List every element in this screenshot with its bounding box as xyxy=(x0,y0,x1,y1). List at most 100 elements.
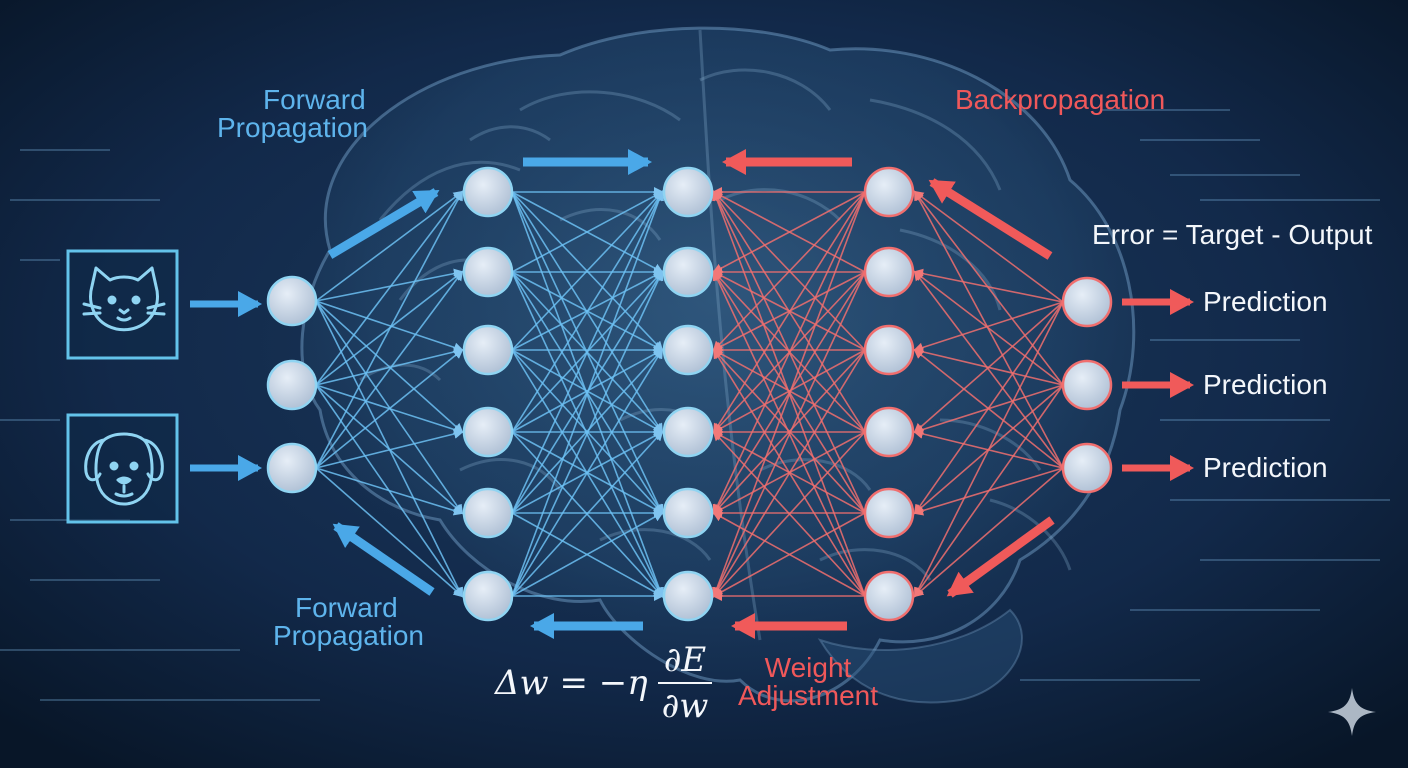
network-node xyxy=(863,246,915,298)
prediction-label-2: Prediction xyxy=(1203,369,1328,400)
backward-connection xyxy=(913,270,1064,386)
brain-fold xyxy=(699,68,832,111)
network-node xyxy=(1061,359,1113,411)
backward-connection xyxy=(712,191,866,352)
backprop-arrow-down xyxy=(946,516,1055,598)
network-node xyxy=(462,406,514,458)
forward-connection xyxy=(511,348,664,514)
network-node xyxy=(863,570,915,622)
network-node xyxy=(266,359,318,411)
network-node xyxy=(863,406,915,458)
network-nodes xyxy=(266,166,1113,622)
backward-connection xyxy=(712,191,866,273)
forward-connection xyxy=(511,191,664,273)
backward-connection xyxy=(712,431,866,598)
sparkle-icon xyxy=(1328,688,1376,736)
forward-connection xyxy=(511,190,664,514)
brain-fold xyxy=(819,548,932,581)
forward-connection xyxy=(511,190,664,433)
brain-fold xyxy=(599,528,712,561)
backward-connection xyxy=(712,271,866,598)
formula-numerator: ∂E xyxy=(663,640,707,680)
network-node xyxy=(1061,276,1113,328)
formula-lhs: Δw = −η xyxy=(495,663,648,703)
input-dog-box xyxy=(66,413,179,524)
network-node xyxy=(462,246,514,298)
prediction-label-3: Prediction xyxy=(1203,452,1328,483)
network-node xyxy=(1061,442,1113,494)
network-node xyxy=(462,324,514,376)
brain-fold xyxy=(519,90,681,122)
forward-label-line-1: Forward xyxy=(263,84,366,115)
network-node xyxy=(662,246,714,298)
backward-connection xyxy=(913,190,1064,386)
backward-connection xyxy=(712,349,866,598)
forward-connection xyxy=(315,300,464,353)
brain-fold xyxy=(559,208,662,241)
forward-connection xyxy=(511,190,664,351)
brain-fold xyxy=(698,29,762,641)
network-node xyxy=(662,166,714,218)
network-node xyxy=(462,570,514,622)
forward-connection xyxy=(511,430,664,597)
network-node xyxy=(863,166,915,218)
forward-connection xyxy=(511,348,664,597)
formula-denominator: ∂w xyxy=(661,686,709,726)
backprop-arrow-up xyxy=(928,178,1053,260)
forward-connection xyxy=(315,300,464,434)
forward-connection xyxy=(315,300,464,515)
weight-label-line-1: Weight xyxy=(764,652,852,683)
dog-icon xyxy=(84,432,164,506)
network-node xyxy=(863,324,915,376)
formula-fraction: ∂E ∂w xyxy=(657,640,713,726)
network-node xyxy=(662,324,714,376)
backward-connection xyxy=(913,301,1064,434)
backward-connection xyxy=(712,512,866,597)
forward-connection xyxy=(511,190,664,597)
brain-fold xyxy=(359,363,442,382)
network-node xyxy=(266,275,318,327)
brain-fold xyxy=(459,458,562,491)
network-node xyxy=(863,487,915,539)
forward-connection xyxy=(315,467,464,598)
backward-connection xyxy=(914,190,1064,469)
network-node xyxy=(462,487,514,539)
forward-label-line-2: Propagation xyxy=(273,620,425,651)
network-connections xyxy=(315,187,1064,601)
weight-adjustment-label: Weight Adjustment xyxy=(733,654,883,710)
brain-fold xyxy=(869,98,1002,191)
forward-connection xyxy=(315,190,463,469)
network-node xyxy=(662,487,714,539)
backward-connection xyxy=(914,301,1064,598)
backward-connection xyxy=(712,191,866,434)
backward-connection xyxy=(913,301,1064,353)
brain-fold xyxy=(378,160,521,221)
network-node xyxy=(462,166,514,218)
network-node xyxy=(266,442,318,494)
backpropagation-label: Backpropagation xyxy=(955,84,1166,115)
backward-connection xyxy=(712,191,866,515)
brain-fold xyxy=(469,125,551,142)
weight-label-line-2: Adjustment xyxy=(737,680,879,711)
forward-connection xyxy=(315,270,464,469)
backward-connection xyxy=(913,301,1064,515)
forward-connection xyxy=(315,347,464,386)
forward-connection xyxy=(315,190,464,386)
forward-connection xyxy=(315,268,464,302)
fraction-bar xyxy=(657,682,713,684)
forward-arrow-up xyxy=(327,188,440,259)
weight-update-formula: Δw = −η ∂E ∂w xyxy=(495,640,713,726)
prediction-label-1: Prediction xyxy=(1203,286,1328,317)
forward-propagation-label-top: Forward Propagation xyxy=(217,86,387,142)
cat-icon xyxy=(82,266,166,332)
network-node xyxy=(662,406,714,458)
forward-connection xyxy=(315,348,464,469)
backward-connection xyxy=(913,467,1064,598)
network-node xyxy=(662,570,714,622)
cerebellum xyxy=(817,608,1023,704)
forward-connection xyxy=(511,270,664,597)
backward-connection xyxy=(913,270,1064,469)
forward-connection xyxy=(511,512,664,597)
